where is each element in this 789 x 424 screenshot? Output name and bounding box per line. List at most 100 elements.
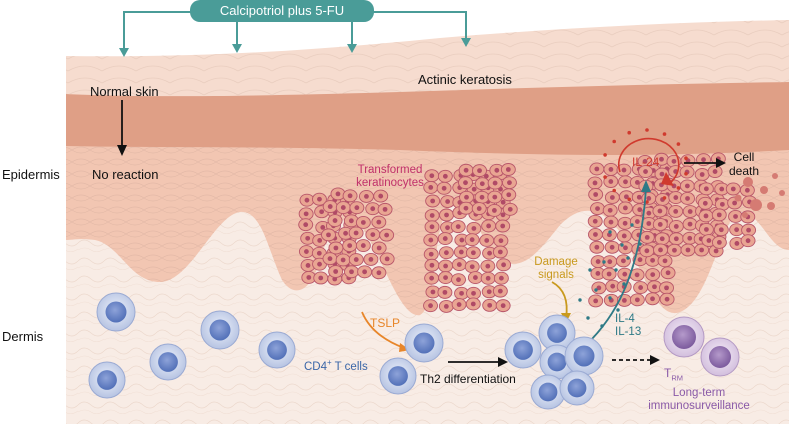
keratinocyte: [371, 266, 387, 280]
keratinocyte: [679, 165, 695, 179]
keratinocyte: [464, 233, 480, 247]
keratinocyte: [654, 232, 670, 246]
cytokine-dot: [626, 256, 630, 260]
il24-label: IL-24: [632, 155, 660, 169]
keratinocyte: [424, 271, 440, 285]
keratinocyte: [357, 265, 373, 279]
keratinocyte: [436, 181, 452, 195]
keratinocyte: [641, 217, 657, 230]
keratinocyte: [740, 234, 756, 248]
keratinocyte: [355, 239, 371, 253]
keratinocyte: [652, 217, 668, 231]
normal-skin-label: Normal skin: [90, 84, 159, 99]
transformed-keratinocytes: [298, 152, 757, 313]
keratinocyte: [652, 204, 668, 218]
cytokine-dot: [588, 268, 592, 272]
keratinocyte: [492, 245, 508, 259]
keratinocyte: [588, 294, 604, 308]
trm-sub: RM: [671, 373, 684, 383]
keratinocyte: [492, 284, 508, 298]
t-cell: [96, 292, 136, 332]
keratinocyte: [438, 246, 454, 260]
keratinocyte: [698, 223, 714, 236]
il24-dot: [627, 197, 631, 202]
keratinocyte: [439, 208, 454, 222]
dermis-label: Dermis: [2, 329, 44, 344]
keratinocyte: [322, 252, 338, 266]
keratinocyte: [591, 281, 607, 295]
keratinocyte: [725, 182, 741, 196]
keratinocyte: [451, 258, 467, 272]
keratinocyte: [472, 164, 487, 178]
keratinocyte: [471, 202, 487, 216]
keratinocyte: [465, 246, 481, 260]
il24-dots: [603, 128, 688, 204]
keratinocyte: [589, 240, 605, 254]
trm-cell-2: [700, 337, 740, 377]
keratinocyte: [299, 193, 315, 207]
cytokine-dot: [622, 282, 626, 286]
cytokine-dot: [608, 296, 612, 300]
cytokine-arrowhead: [641, 180, 651, 192]
trm-cell-1: [663, 316, 705, 358]
keratinocyte: [601, 228, 617, 242]
trm-label: TRM: [664, 366, 683, 382]
cytokine-dot: [602, 260, 606, 264]
il24-loop-arrow: [617, 137, 680, 184]
keratinocyte: [348, 253, 364, 267]
keratinocyte: [698, 182, 714, 196]
keratinocyte: [424, 220, 440, 234]
t-cell: [200, 310, 240, 350]
long-term-immunosurveillance-label: Long-term immunosurveillance: [634, 387, 764, 413]
keratinocyte: [657, 254, 673, 268]
keratinocyte: [659, 281, 674, 295]
keratinocyte: [379, 228, 395, 242]
keratinocyte: [493, 271, 509, 285]
th2-differentiation-label: Th2 differentiation: [420, 372, 516, 386]
keratinocyte: [638, 165, 653, 178]
keratinocyte: [502, 202, 518, 216]
keratinocyte: [682, 205, 698, 218]
keratinocyte: [467, 271, 483, 285]
keratinocyte: [312, 192, 327, 206]
keratinocyte: [437, 285, 453, 299]
cytokine-dot: [586, 316, 590, 320]
il24-dot: [676, 186, 681, 190]
keratinocyte: [481, 285, 497, 299]
keratinocyte: [493, 234, 509, 248]
keratinocyte: [342, 239, 358, 253]
keratinocyte: [500, 163, 516, 176]
cell-death-line-1: Cell: [733, 150, 755, 164]
cd4-sup: +: [327, 358, 332, 367]
keratinocyte: [298, 207, 314, 221]
keratinocyte: [605, 279, 621, 293]
keratinocyte: [379, 252, 395, 266]
keratinocyte: [617, 267, 633, 281]
keratinocyte: [495, 299, 511, 313]
keratinocyte: [349, 201, 365, 215]
t-cell: [559, 370, 595, 406]
keratinocyte: [618, 175, 633, 189]
keratinocyte: [298, 245, 314, 259]
keratinocyte: [660, 266, 676, 280]
keratinocyte: [425, 194, 441, 208]
keratinocyte: [639, 244, 655, 258]
damage-line-1: Damage: [534, 256, 578, 268]
keratinocyte: [668, 204, 684, 218]
il13-label: IL-13: [615, 326, 642, 338]
keratinocyte: [450, 220, 466, 234]
corneum-scales: [66, 20, 789, 97]
keratinocyte: [501, 188, 517, 202]
keratinocyte: [495, 219, 511, 233]
keratinocyte: [617, 216, 633, 230]
keratinocyte: [365, 202, 381, 216]
treatment-label: Calcipotriol plus 5-FU: [219, 3, 345, 18]
il24-dot: [612, 139, 616, 144]
t-cell: [258, 331, 296, 369]
keratinocyte: [451, 298, 467, 312]
il24-dot: [612, 188, 616, 193]
transformed-keratinocytes-label: Transformed keratinocytes: [340, 164, 440, 190]
cytokine-dot: [614, 268, 618, 272]
keratinocyte: [424, 258, 440, 272]
